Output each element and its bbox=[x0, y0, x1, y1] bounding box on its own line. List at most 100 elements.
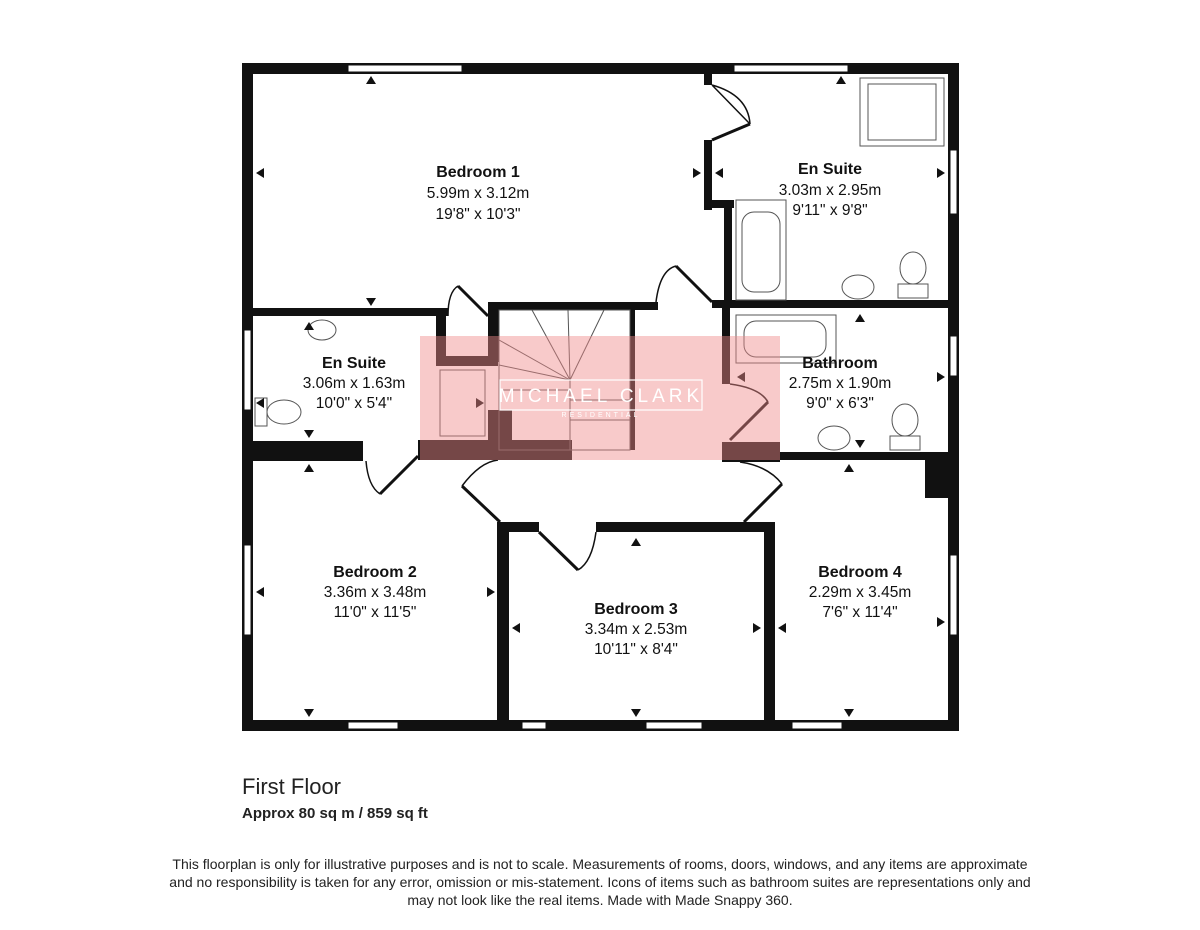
stair-line-5 bbox=[498, 364, 571, 381]
room-metric-bedroom-1: 5.99m x 3.12m bbox=[427, 185, 530, 202]
window-bed2-left bbox=[243, 544, 252, 636]
wall-bath-left bbox=[722, 308, 730, 384]
marker-ens2-bottom bbox=[304, 430, 314, 438]
room-imperial-en-suite-1: 9'11" x 9'8" bbox=[792, 202, 867, 219]
wall-stair-top bbox=[488, 302, 658, 310]
watermark-name: MICHAEL CLARK bbox=[499, 386, 703, 407]
marker-bed3-top bbox=[631, 538, 641, 546]
room-imperial-bedroom-1: 19'8" x 10'3" bbox=[435, 206, 520, 223]
wall-bed3-bed4 bbox=[764, 522, 775, 722]
marker-bed3-bottom bbox=[631, 709, 641, 717]
door-bed2 bbox=[461, 459, 499, 487]
stair-line-1 bbox=[498, 339, 571, 381]
toilet-bowl-ensuite1 bbox=[899, 251, 927, 285]
wall-bed2-bed3 bbox=[497, 522, 509, 722]
marker-bed2-bottom bbox=[304, 709, 314, 717]
dimension-markers bbox=[256, 76, 945, 717]
room-imperial-bedroom-4: 7'6" x 11'4" bbox=[822, 604, 897, 621]
window-bed4-bottom bbox=[791, 721, 843, 730]
marker-ens1-right bbox=[937, 168, 945, 178]
wall-bed2-top bbox=[253, 453, 363, 461]
door-bed1 bbox=[655, 265, 677, 303]
marker-ens1-left bbox=[715, 168, 723, 178]
room-name-bedroom-4: Bedroom 4 bbox=[818, 564, 902, 581]
window-bed2-bottom bbox=[347, 721, 399, 730]
wall-bed1-ensuite bbox=[704, 63, 712, 85]
wall-cupboard-bottom bbox=[436, 356, 498, 366]
door-bathroom bbox=[729, 383, 769, 403]
marker-ens2-top bbox=[304, 322, 314, 330]
door-bed4-leaf bbox=[742, 482, 784, 524]
room-metric-en-suite-1: 3.03m x 2.95m bbox=[779, 182, 882, 199]
door-bed3-leaf bbox=[537, 530, 580, 572]
room-imperial-bathroom: 9'0" x 6'3" bbox=[806, 395, 874, 412]
windows bbox=[243, 64, 958, 730]
wall-bed4-pillar bbox=[925, 452, 948, 498]
bath-ensuite1-inner bbox=[741, 211, 781, 293]
wall-ensuite-bath bbox=[712, 300, 952, 308]
marker-bed3-left bbox=[512, 623, 520, 633]
disclaimer-line-3: may not look like the real items. Made w… bbox=[407, 892, 793, 908]
room-name-bedroom-3: Bedroom 3 bbox=[594, 601, 678, 618]
room-imperial-bedroom-2: 11'0" x 11'5" bbox=[334, 604, 417, 621]
room-metric-en-suite-2: 3.06m x 1.63m bbox=[303, 375, 406, 392]
marker-bed1-bottom bbox=[366, 298, 376, 306]
door-bed4 bbox=[739, 461, 783, 485]
marker-bed1-top bbox=[366, 76, 376, 84]
marker-bath-bottom bbox=[855, 440, 865, 448]
window-bed3-bottom-b bbox=[645, 721, 703, 730]
doors bbox=[365, 84, 784, 572]
wall-bath-left-low bbox=[722, 442, 780, 462]
window-bed4-right bbox=[949, 554, 958, 636]
stair-cupboard bbox=[439, 369, 486, 437]
door-ensuite1 bbox=[711, 84, 751, 125]
door-ensuite2 bbox=[365, 460, 381, 495]
room-labels: Bedroom 1 5.99m x 3.12m 19'8" x 10'3" En… bbox=[303, 161, 912, 658]
door-ensuite2-leaf bbox=[378, 454, 420, 496]
disclaimer-line-2: and no responsibility is taken for any e… bbox=[169, 874, 1031, 890]
marker-bed4-top bbox=[844, 464, 854, 472]
stair-line-2 bbox=[531, 309, 571, 381]
marker-ens1-top bbox=[836, 76, 846, 84]
basin-ensuite1 bbox=[841, 274, 875, 300]
toilet-bowl-ensuite2 bbox=[266, 399, 302, 425]
wall-stair-left bbox=[488, 302, 499, 362]
room-metric-bathroom: 2.75m x 1.90m bbox=[789, 375, 892, 392]
wall-bed1-ensuite-lower bbox=[704, 140, 712, 210]
window-ensuite2-left bbox=[243, 329, 252, 411]
wall-ensuite-step bbox=[704, 200, 734, 208]
shower-tray-inner bbox=[867, 83, 937, 141]
marker-bed4-bottom bbox=[844, 709, 854, 717]
window-ensuite1-right bbox=[949, 149, 958, 215]
watermark-band bbox=[420, 336, 780, 460]
room-name-en-suite-1: En Suite bbox=[798, 161, 862, 178]
door-cupboard-leaf bbox=[456, 284, 490, 318]
floor-area: Approx 80 sq m / 859 sq ft bbox=[242, 805, 428, 822]
disclaimer: This floorplan is only for illustrative … bbox=[100, 855, 1100, 909]
fixtures bbox=[254, 77, 945, 451]
room-metric-bedroom-2: 3.36m x 3.48m bbox=[324, 584, 427, 601]
toilet-bowl-bathroom bbox=[891, 403, 919, 437]
wall-bed1-bottom bbox=[253, 308, 448, 316]
room-imperial-bedroom-3: 10'11" x 8'4" bbox=[594, 641, 678, 658]
outer-wall-top bbox=[242, 63, 959, 74]
marker-bed2-right bbox=[487, 587, 495, 597]
room-name-bathroom: Bathroom bbox=[802, 355, 878, 372]
wall-ensuite-left bbox=[724, 200, 732, 306]
wall-landing-left bbox=[418, 440, 498, 460]
wall-bed3-top-left bbox=[497, 522, 539, 532]
disclaimer-line-1: This floorplan is only for illustrative … bbox=[172, 856, 1028, 872]
door-bed3 bbox=[577, 531, 597, 571]
window-bath-right bbox=[949, 335, 958, 377]
toilet-cistern-bathroom bbox=[889, 435, 921, 451]
marker-bed4-right bbox=[937, 617, 945, 627]
door-bed2-leaf bbox=[460, 484, 502, 524]
wall-bed3-top-right bbox=[596, 522, 774, 532]
window-bed3-bottom-a bbox=[521, 721, 547, 730]
outer-wall-bottom bbox=[242, 720, 959, 731]
room-name-bedroom-1: Bedroom 1 bbox=[436, 164, 520, 181]
marker-bed2-top bbox=[304, 464, 314, 472]
marker-bath-right bbox=[937, 372, 945, 382]
watermark-sub: RESIDENTIAL bbox=[562, 412, 641, 419]
room-imperial-en-suite-2: 10'0" x 5'4" bbox=[316, 395, 392, 412]
